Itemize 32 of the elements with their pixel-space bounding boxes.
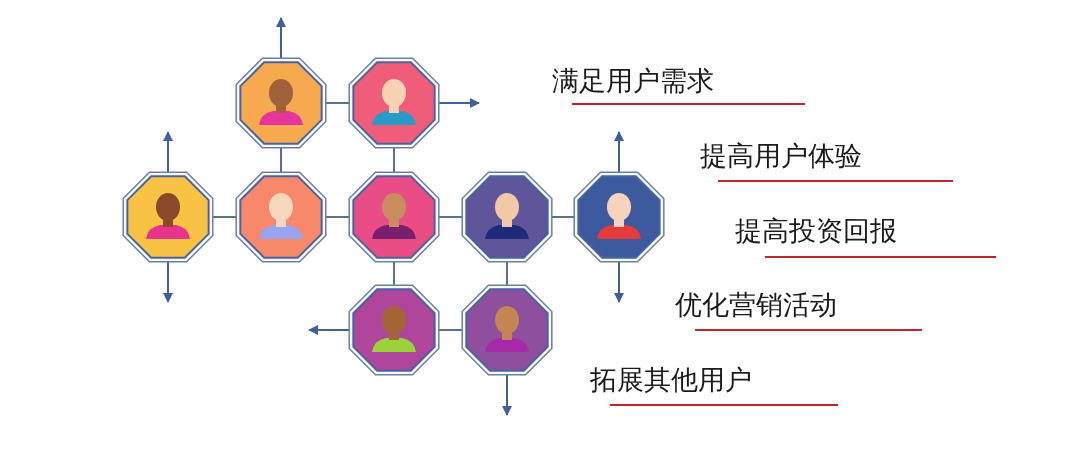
octagon-node [348, 171, 440, 263]
benefit-text: 优化营销活动 [675, 288, 837, 322]
connector-line [212, 216, 237, 218]
octagon-node [348, 57, 440, 149]
octagon-node [461, 284, 553, 376]
octagon-node [235, 57, 327, 149]
arrow [308, 325, 350, 335]
benefit-text: 提高投资回报 [735, 214, 897, 248]
connector-line [438, 329, 463, 331]
octagon-node [348, 284, 440, 376]
connector-line [438, 216, 463, 218]
arrow [614, 261, 624, 303]
benefit-text: 提高用户体验 [700, 139, 862, 173]
benefit-text: 拓展其他用户 [590, 363, 752, 397]
octagon-node [461, 171, 553, 263]
octagon-node [573, 171, 665, 263]
benefit-text: 满足用户需求 [552, 64, 714, 98]
connector-line [506, 261, 508, 286]
octagon-node [235, 171, 327, 263]
connector-line [325, 102, 350, 104]
arrow [614, 131, 624, 173]
connector-line [325, 216, 350, 218]
octagon-node [122, 171, 214, 263]
connector-line [280, 147, 282, 173]
connector-line [393, 261, 395, 286]
arrow [163, 131, 173, 173]
connector-line [393, 147, 395, 173]
connector-line [551, 216, 575, 218]
arrow [276, 17, 286, 59]
arrow [502, 374, 512, 416]
arrow [163, 261, 173, 303]
arrow [438, 98, 480, 108]
